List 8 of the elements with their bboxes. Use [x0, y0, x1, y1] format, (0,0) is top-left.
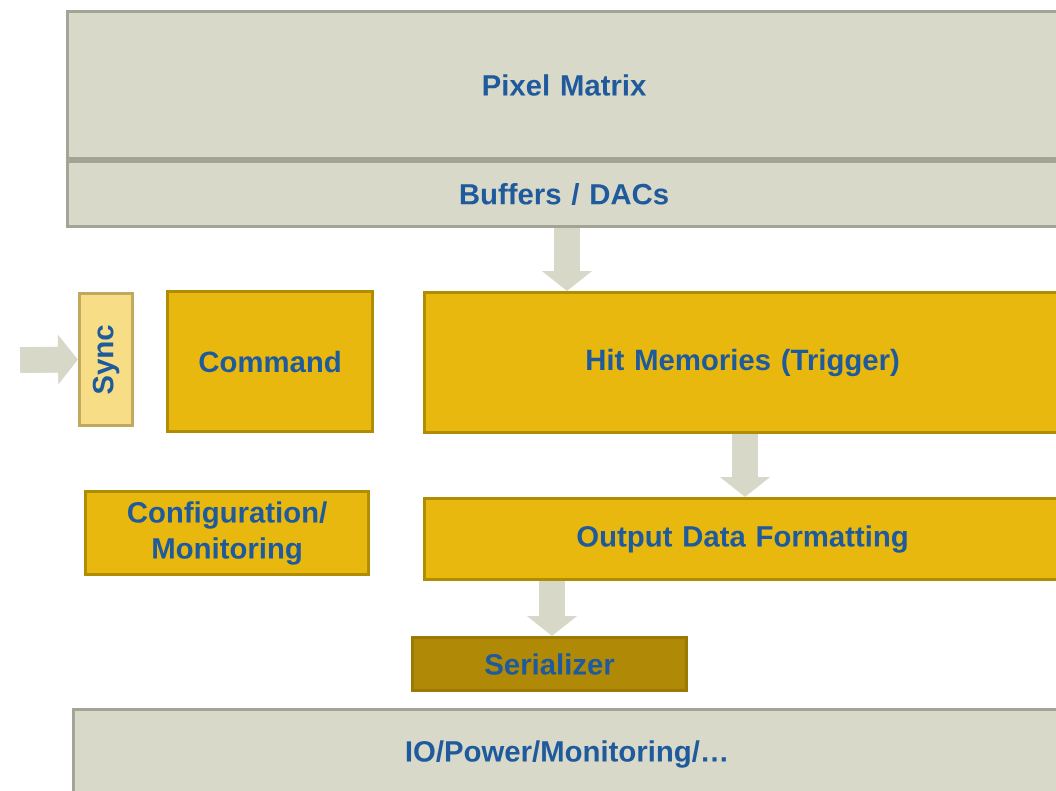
- block-box: Configuration/ Monitoring: [84, 490, 370, 576]
- block-box: Buffers / DACs: [66, 160, 1056, 228]
- block-box: Sync: [78, 292, 134, 427]
- block-box: Serializer: [411, 636, 688, 692]
- block-box: Hit Memories (Trigger): [423, 291, 1056, 434]
- block-box: IO/Power/Monitoring/…: [72, 708, 1056, 791]
- block-box: Command: [166, 290, 374, 433]
- block-box: Output Data Formatting: [423, 497, 1056, 581]
